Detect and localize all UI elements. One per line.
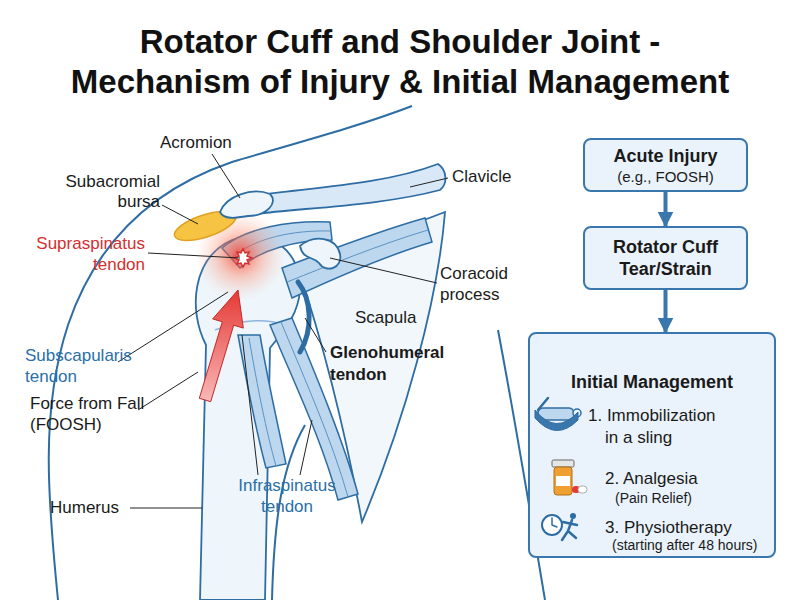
part-label: Coracoid process bbox=[440, 263, 520, 305]
step-item: 3. Physiotherapy bbox=[605, 517, 765, 539]
leader-line bbox=[300, 420, 312, 475]
runner-icon bbox=[562, 520, 577, 540]
tendon-label: Glenohumeral tendon bbox=[330, 342, 450, 386]
tendon-label: Supraspinatus tendon bbox=[30, 233, 145, 275]
bottle-label bbox=[556, 476, 570, 486]
leader-line bbox=[138, 372, 198, 410]
acromion-bone bbox=[220, 192, 273, 218]
process-box: Acute Injury(e.g., FOOSH) bbox=[583, 138, 748, 192]
step-note: (starting after 48 hours) bbox=[612, 537, 774, 553]
box-heading: Initial Management bbox=[530, 371, 774, 393]
tendon-label: Infraspinatus tendon bbox=[232, 475, 342, 517]
clock-hands bbox=[552, 518, 557, 527]
leader-line bbox=[330, 258, 437, 283]
sling-icon bbox=[535, 410, 578, 431]
box-text: (e.g., FOOSH) bbox=[617, 167, 714, 186]
step-item: 2. Analgesia bbox=[605, 468, 765, 490]
bottle-cap bbox=[552, 460, 574, 467]
flow-arrow bbox=[664, 290, 668, 332]
clavicle-bone bbox=[252, 164, 445, 214]
tendon-label: Subscapularis tendon bbox=[25, 345, 137, 387]
leader-line bbox=[148, 253, 240, 258]
force-arrow bbox=[199, 290, 243, 402]
leader-line bbox=[212, 154, 240, 198]
pill-bottle bbox=[554, 467, 572, 495]
leader-line bbox=[118, 292, 228, 362]
clock-icon bbox=[542, 515, 562, 535]
process-box: Rotator Cuff Tear/Strain bbox=[583, 226, 748, 290]
part-label: Acromion bbox=[160, 133, 250, 153]
step-note: (Pain Relief) bbox=[615, 489, 765, 507]
box-text: Rotator Cuff Tear/Strain bbox=[591, 236, 741, 280]
muscle-striation bbox=[249, 338, 276, 466]
coracoid-bone bbox=[300, 239, 340, 269]
part-label: Subacromial bursa bbox=[45, 172, 160, 212]
glenoid-rim bbox=[298, 282, 309, 352]
leader-line bbox=[305, 318, 326, 352]
leader-lines bbox=[118, 154, 448, 508]
flow-arrow bbox=[664, 192, 668, 226]
leader-line bbox=[162, 205, 198, 224]
part-label: Humerus bbox=[50, 498, 140, 518]
leader-line bbox=[410, 178, 448, 187]
runner-head bbox=[570, 513, 576, 519]
part-label: Scapula bbox=[355, 308, 445, 328]
management-box: Initial Management 1. Immobilization in a… bbox=[528, 332, 776, 558]
box-text: Acute Injury bbox=[613, 145, 717, 167]
leader-line bbox=[242, 335, 258, 475]
teres-muscle bbox=[238, 335, 286, 468]
pill-half bbox=[578, 486, 587, 493]
diagram-title: Rotator Cuff and Shoulder Joint - Mechan… bbox=[60, 22, 740, 102]
step-item: 1. Immobilization in a sling bbox=[588, 405, 725, 449]
leader-line bbox=[130, 508, 202, 509]
force-label: Force from Fall (FOOSH) bbox=[30, 393, 150, 435]
part-label: Clavicle bbox=[452, 167, 542, 187]
